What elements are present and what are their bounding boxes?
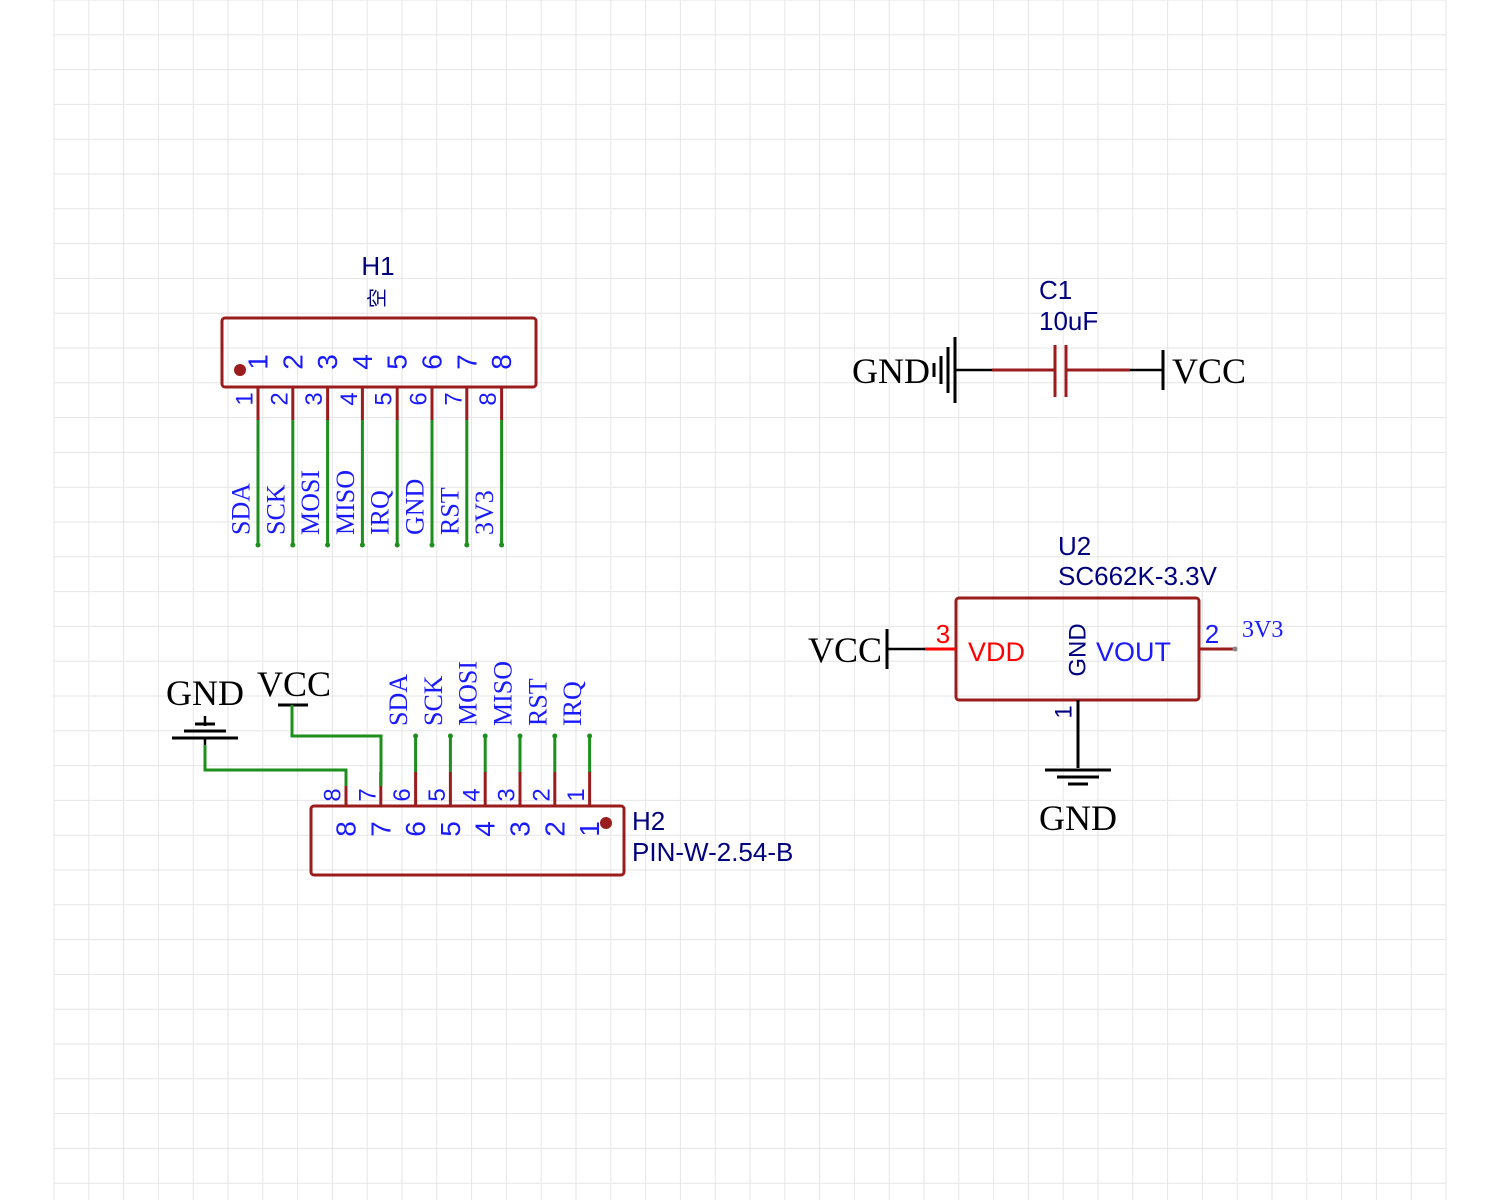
h1-pin-number: 1 xyxy=(232,392,259,405)
h1-pin-number: 5 xyxy=(371,392,398,405)
h1-body-pin-label: 2 xyxy=(277,354,308,370)
h1-net-label: MISO xyxy=(331,470,360,535)
u2-vcc-net: VCC xyxy=(808,630,882,670)
h2-pin-number: 8 xyxy=(320,788,347,801)
h2-wire-end xyxy=(517,733,523,739)
h2-pin-number: 4 xyxy=(459,788,486,801)
h1-body-pin-label: 6 xyxy=(417,354,448,370)
h1-wire-end xyxy=(499,542,505,548)
h1-net-label: RST xyxy=(435,487,464,535)
h2-wire-end xyxy=(447,733,453,739)
c1-gnd-symbol xyxy=(932,337,992,403)
h2-body-pin-label: 2 xyxy=(539,821,570,837)
h1-pin-number: 6 xyxy=(406,392,433,405)
h2-net-label: MISO xyxy=(489,661,518,726)
u2-vdd-pin-number: 3 xyxy=(936,619,950,649)
h2-vcc-wire xyxy=(290,705,383,785)
h2-gnd-wire xyxy=(203,745,348,785)
c1-designator: C1 xyxy=(1039,275,1072,305)
h2-net-label: SDA xyxy=(384,674,413,726)
h2-body-pin-label: 7 xyxy=(365,821,396,837)
h1-pin-number: 4 xyxy=(336,392,363,405)
h1-wire-end xyxy=(325,542,331,548)
c1-capacitor[interactable]: C1 10uF GND VCC xyxy=(852,275,1246,403)
u2-vout-net: 3V3 xyxy=(1242,617,1283,643)
c1-gnd-net: GND xyxy=(852,351,930,391)
u2-regulator[interactable]: U2 SC662K-3.3V VCC 3 VDD GND 1 GND VOUT … xyxy=(808,531,1283,838)
h1-body-pin-label: 7 xyxy=(451,354,482,370)
u2-value: SC662K-3.3V xyxy=(1058,561,1218,591)
c1-vcc-net: VCC xyxy=(1172,351,1246,391)
h2-designator: H2 xyxy=(632,806,665,836)
h2-net-label: MOSI xyxy=(454,661,483,726)
h1-body xyxy=(220,316,538,389)
h2-wire-end xyxy=(552,733,558,739)
u2-gnd-pin-number: 1 xyxy=(1051,705,1078,718)
h1-net-label: SDA xyxy=(227,483,256,535)
h2-pin-number: 7 xyxy=(354,788,381,801)
h1-wire-end xyxy=(359,542,365,548)
h1-net-label: 3V3 xyxy=(470,490,499,535)
h1-pin-number: 8 xyxy=(475,392,502,405)
h2-pin-number: 2 xyxy=(528,788,555,801)
u2-vdd-pin-name: VDD xyxy=(968,637,1025,667)
h1-body-pin-label: 5 xyxy=(382,354,413,370)
h2-body-pin-label: 1 xyxy=(574,821,605,837)
h1-wire-end xyxy=(255,542,261,548)
h2-wire-end xyxy=(482,733,488,739)
h1-wire-end xyxy=(394,542,400,548)
h2-pin-number: 6 xyxy=(389,788,416,801)
grid xyxy=(53,0,1447,1200)
h2-net-label: IRQ xyxy=(558,681,587,726)
u2-designator: U2 xyxy=(1058,531,1091,561)
h1-body-pin-label: 1 xyxy=(243,354,274,370)
h2-gnd-symbol xyxy=(172,716,238,745)
u2-gnd-pin-name: GND xyxy=(1065,623,1092,676)
h1-net-label: IRQ xyxy=(366,490,395,535)
u2-vout-pin-end xyxy=(1232,646,1238,652)
h2-pin1-marker xyxy=(600,817,612,829)
h1-net-label: SCK xyxy=(261,484,290,535)
h2-net-label: RST xyxy=(523,678,552,726)
h2-body-pin-label: 8 xyxy=(331,821,362,837)
h2-gnd-net: GND xyxy=(166,673,244,713)
h1-net-label: GND xyxy=(401,479,430,535)
h1-value: 空 xyxy=(366,288,389,308)
h1-net-label: MOSI xyxy=(296,470,325,535)
h1-pin-number: 7 xyxy=(440,392,467,405)
h2-body-pin-label: 6 xyxy=(400,821,431,837)
u2-gnd-symbol xyxy=(1045,768,1111,786)
u2-gnd-net: GND xyxy=(1039,798,1117,838)
h2-body-pin-label: 3 xyxy=(505,821,536,837)
h1-body-pin-label: 8 xyxy=(486,354,517,370)
h2-wire-end xyxy=(587,733,593,739)
h1-designator: H1 xyxy=(361,251,394,281)
h1-wire-end xyxy=(464,542,470,548)
h1-body-pin-label: 4 xyxy=(347,354,378,370)
h2-net-label: SCK xyxy=(419,675,448,726)
h1-body-pin-label: 3 xyxy=(312,354,343,370)
h2-body-pin-label: 4 xyxy=(470,821,501,837)
h2-vcc-net: VCC xyxy=(257,664,331,704)
h1-pin1-marker xyxy=(234,364,246,376)
u2-vout-pin-name: VOUT xyxy=(1096,637,1171,667)
h1-pin-number: 3 xyxy=(301,392,328,405)
h2-pin-number: 1 xyxy=(563,788,590,801)
h1-pin-number: 2 xyxy=(266,392,293,405)
h2-pin-number: 3 xyxy=(494,788,521,801)
h1-wire-end xyxy=(290,542,296,548)
h2-wire-end xyxy=(413,733,419,739)
h1-wire-end xyxy=(429,542,435,548)
c1-value: 10uF xyxy=(1039,306,1098,336)
h2-body-pin-label: 5 xyxy=(435,821,466,837)
h2-body xyxy=(309,804,626,877)
h2-value: PIN-W-2.54-B xyxy=(632,837,793,867)
u2-vout-pin-number: 2 xyxy=(1205,619,1219,649)
h2-pin-number: 5 xyxy=(424,788,451,801)
